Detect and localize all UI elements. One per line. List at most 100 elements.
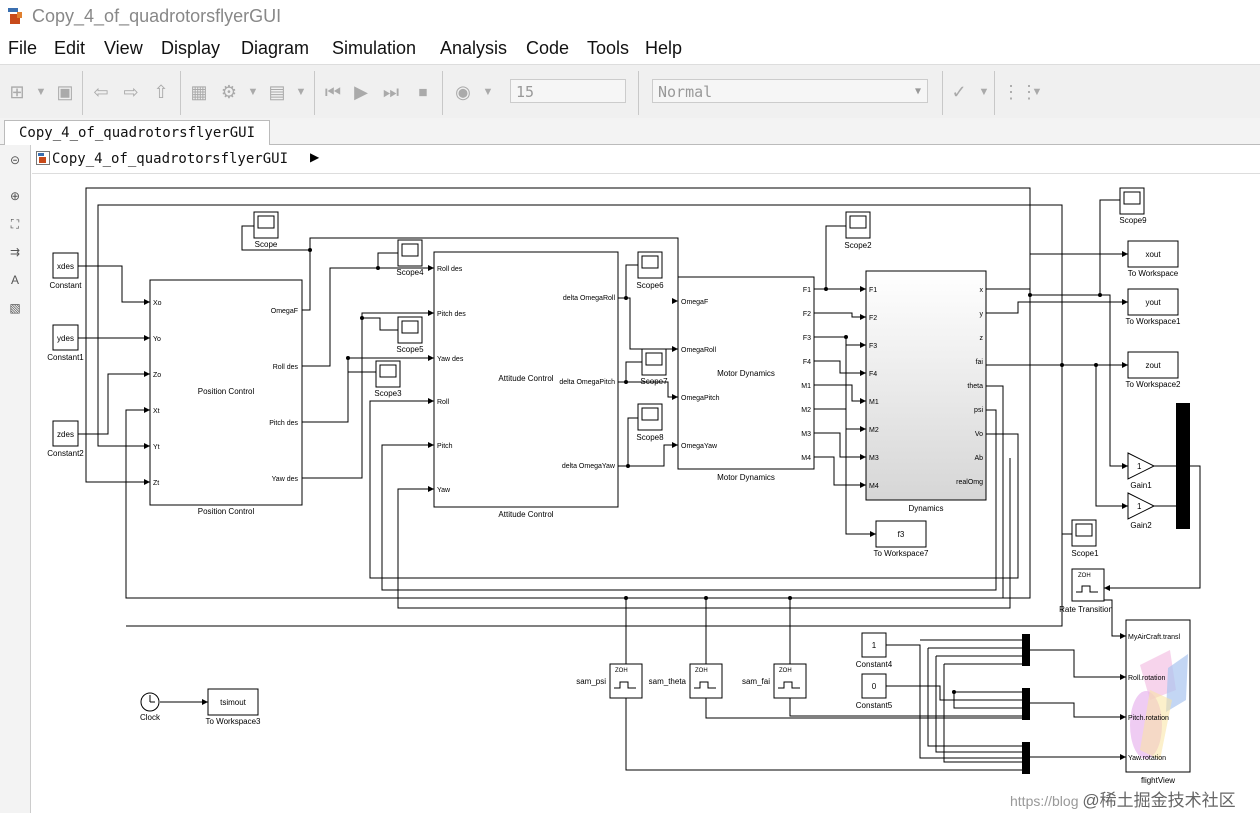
up-arrow-icon[interactable]: ⇧ (153, 82, 169, 102)
library-browser-icon[interactable]: ▦ (190, 82, 208, 102)
to-workspace3-tsimout[interactable]: tsimout To Workspace3 (206, 688, 262, 726)
scope6-block[interactable]: Scope6 (636, 251, 664, 290)
scope1-label: Scope1 (1071, 549, 1099, 558)
scope7-label: Scope7 (640, 377, 668, 386)
scope4-block[interactable]: Scope4 (396, 239, 424, 277)
dynamics-subsystem[interactable]: Dynamics F1 F2 F3 F4 M1 M2 M3 M4 x y z f… (865, 270, 987, 513)
menu-code[interactable]: Code (526, 38, 570, 58)
route-arrow-icon[interactable]: ⇉ (9, 245, 21, 259)
scope-block[interactable]: Scope (253, 211, 279, 249)
port-label: F3 (869, 343, 877, 350)
new-model-icon[interactable]: ⊞ (9, 82, 25, 102)
mux-bar[interactable] (1176, 403, 1190, 529)
menu-diagram[interactable]: Diagram (241, 38, 310, 58)
gain1-block[interactable]: 1 Gain1 (1127, 452, 1156, 490)
scope7-block[interactable]: Scope7 (640, 348, 668, 386)
menu-analysis[interactable]: Analysis (440, 38, 508, 58)
port-label: Yt (153, 444, 160, 451)
sam-psi-zoh-block[interactable]: ZOH sam_psi (576, 663, 643, 699)
constant4-block[interactable]: 1 Constant4 (856, 632, 893, 669)
sam-fai-zoh-block[interactable]: ZOH sam_fai (742, 663, 807, 699)
motor-dynamics-subsystem[interactable]: Motor Dynamics Motor Dynamics OmegaF Ome… (677, 276, 815, 482)
to-workspace7-f3[interactable]: f3 To Workspace7 (874, 520, 930, 558)
scope3-block[interactable]: Scope3 (374, 360, 402, 398)
attitude-control-subsystem[interactable]: Attitude Control Attitude Control Roll d… (433, 251, 619, 519)
to-workspace7-value: f3 (898, 530, 905, 539)
image-icon[interactable]: ▧ (9, 301, 21, 315)
step-forward-icon[interactable]: ⏭ (382, 82, 400, 102)
settings-gear-icon[interactable]: ⚙ (220, 82, 238, 102)
menu-edit[interactable]: Edit (54, 38, 86, 58)
step-back-icon[interactable]: ⏮ (324, 82, 342, 102)
to-workspace-xout[interactable]: xout To Workspace (1127, 240, 1179, 278)
menu-view[interactable]: View (104, 38, 143, 58)
mux-bar[interactable] (1022, 688, 1030, 720)
flightview-vr-block[interactable]: MyAirCraft.transl Roll.rotation Pitch.ro… (1125, 619, 1191, 785)
position-control-subsystem[interactable]: Position Control Position Control Xo Yo … (149, 279, 303, 516)
build-dropdown-chevron-icon[interactable]: ▼ (1031, 86, 1043, 98)
model-advisor-check-icon[interactable]: ✓ (951, 82, 967, 102)
mux-bar[interactable] (1022, 634, 1030, 666)
run-icon[interactable]: ▶ (354, 82, 368, 102)
breadcrumb: Copy_4_of_quadrotorsflyerGUI ▶ (32, 145, 1260, 174)
scope3-label: Scope3 (374, 389, 402, 398)
port-label: F1 (869, 287, 877, 294)
breadcrumb-arrow-icon[interactable]: ▶ (310, 150, 320, 164)
scope8-block[interactable]: Scope8 (636, 403, 664, 442)
constant5-block[interactable]: 0 Constant5 (856, 673, 893, 710)
constant-block-xdes[interactable]: xdes Constant (49, 252, 82, 290)
to-workspace2-zout[interactable]: zout To Workspace2 (1126, 351, 1182, 389)
scope5-block[interactable]: Scope5 (396, 316, 424, 354)
constant-block-ydes[interactable]: ydes Constant1 (47, 324, 84, 362)
menu-display[interactable]: Display (161, 38, 221, 58)
hide-browser-icon[interactable]: ⊝ (9, 153, 21, 167)
to-workspace1-yout[interactable]: yout To Workspace1 (1126, 288, 1182, 326)
port-label: OmegaPitch (681, 395, 720, 402)
to-workspace1-value: yout (1145, 298, 1161, 307)
stop-time-input[interactable]: 15 (510, 79, 626, 103)
advisor-dropdown-chevron-icon[interactable]: ▼ (978, 86, 990, 98)
port-label: F2 (803, 311, 811, 318)
constant-block-zdes[interactable]: zdes Constant2 (47, 420, 84, 458)
settings-dropdown-chevron-icon[interactable]: ▼ (247, 86, 259, 98)
port-label: F4 (803, 359, 811, 366)
constant4-value: 1 (872, 641, 877, 650)
scope9-block[interactable]: Scope9 (1119, 187, 1147, 225)
rate-transition-block[interactable]: ZOH Rate Transition (1059, 568, 1113, 614)
to-workspace7-label: To Workspace7 (874, 549, 930, 558)
scope1-block[interactable]: Scope1 (1071, 519, 1099, 558)
breadcrumb-model[interactable]: Copy_4_of_quadrotorsflyerGUI (52, 151, 289, 167)
clock-label: Clock (140, 713, 161, 722)
stop-icon[interactable]: ⏹ (418, 82, 428, 102)
menu-simulation[interactable]: Simulation (332, 38, 417, 58)
record-dropdown-chevron-icon[interactable]: ▼ (482, 86, 494, 98)
tab-strip: Copy_4_of_quadrotorsflyerGUI (0, 118, 1260, 145)
port-label: OmegaRoll (681, 347, 716, 354)
annotation-icon[interactable]: A (10, 273, 19, 287)
menu-file[interactable]: File (8, 38, 38, 58)
gain2-block[interactable]: 1 Gain2 (1127, 492, 1156, 530)
model-canvas[interactable]: xdes Constant ydes Constant1 zdes Consta… (32, 173, 1260, 813)
save-icon[interactable]: ▣ (56, 82, 74, 102)
model-explorer-icon[interactable]: ▤ (268, 82, 286, 102)
port-label: fai (976, 359, 984, 366)
back-arrow-icon[interactable]: ⇦ (93, 82, 109, 102)
port-label: M1 (869, 399, 879, 406)
forward-arrow-icon[interactable]: ⇨ (123, 82, 139, 102)
menu-tools[interactable]: Tools (587, 38, 630, 58)
port-label: z (980, 335, 984, 342)
build-grid-icon[interactable]: ⋮⋮ (1002, 82, 1038, 102)
mux-bar[interactable] (1022, 742, 1030, 774)
clock-block[interactable]: Clock (140, 692, 161, 722)
record-icon[interactable]: ◉ (455, 82, 471, 102)
fit-to-view-icon[interactable]: ⛶ (10, 217, 20, 231)
explorer-dropdown-chevron-icon[interactable]: ▼ (295, 86, 307, 98)
tab-model[interactable]: Copy_4_of_quadrotorsflyerGUI (4, 120, 271, 145)
new-dropdown-chevron-icon[interactable]: ▼ (35, 86, 47, 98)
simulation-mode-select[interactable]: Normal ▼ (652, 79, 928, 103)
zoom-icon[interactable]: ⊕ (9, 189, 21, 203)
vr-sink-graphic-icon (1130, 650, 1188, 760)
menu-help[interactable]: Help (645, 38, 683, 58)
scope2-block[interactable]: Scope2 (844, 211, 872, 250)
sam-theta-zoh-block[interactable]: ZOH sam_theta (649, 663, 723, 699)
